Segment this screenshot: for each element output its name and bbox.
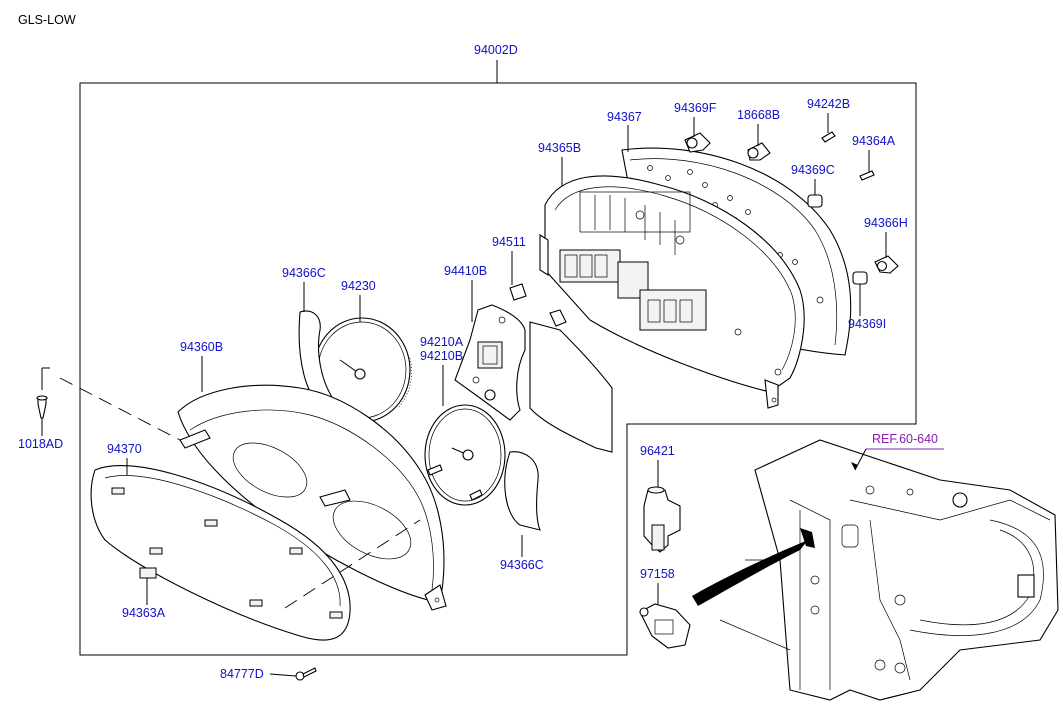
label-94369I[interactable]: 94369I — [848, 317, 886, 331]
label-94363A[interactable]: 94363A — [122, 606, 166, 620]
clip-94363A[interactable] — [139, 567, 157, 579]
label-94365B[interactable]: 94365B — [538, 141, 581, 155]
label-94369F[interactable]: 94369F — [674, 101, 717, 115]
connector-97158[interactable] — [639, 603, 691, 649]
label-94511[interactable]: 94511 — [492, 235, 526, 249]
mount-guide-line — [59, 377, 181, 441]
label-94369C[interactable]: 94369C — [791, 163, 835, 177]
cap-94369C[interactable] — [807, 194, 823, 208]
lens-94511-b[interactable] — [549, 309, 567, 327]
sensor-96421[interactable] — [643, 486, 681, 553]
cluster-case-part[interactable] — [539, 175, 805, 409]
label-94366H[interactable]: 94366H — [864, 216, 908, 230]
bulb-socket-94369F[interactable] — [684, 132, 711, 153]
location-arrow — [692, 540, 808, 606]
assembly-label[interactable]: 94002D — [474, 43, 518, 57]
label-94366C-bottom[interactable]: 94366C — [500, 558, 544, 572]
label-94410B[interactable]: 94410B — [444, 264, 487, 278]
variant-title: GLS-LOW — [18, 13, 76, 27]
circuit-board-part[interactable] — [454, 304, 526, 421]
label-94367[interactable]: 94367 — [607, 110, 642, 124]
bulb-socket-94366H[interactable] — [874, 255, 899, 274]
screw-1018AD[interactable] — [36, 367, 50, 419]
lens-94511[interactable] — [509, 283, 527, 301]
shield-94366C-bottom[interactable] — [504, 451, 541, 531]
label-18668B[interactable]: 18668B — [737, 108, 780, 122]
label-94242B[interactable]: 94242B — [807, 97, 850, 111]
reference-label[interactable]: REF.60-640 — [872, 432, 938, 446]
label-94360B[interactable]: 94360B — [180, 340, 223, 354]
label-1018AD[interactable]: 1018AD — [18, 437, 63, 451]
shield-94366C-top[interactable] — [298, 310, 335, 409]
label-97158[interactable]: 97158 — [640, 567, 675, 581]
assembly-frame — [79, 82, 917, 656]
label-94210B[interactable]: 94210B — [420, 349, 463, 363]
bulb-94364A[interactable] — [859, 170, 875, 181]
leader-84777D — [269, 673, 297, 677]
bulb-socket-18668B[interactable] — [747, 142, 771, 161]
speedometer-gauge-94210A[interactable] — [424, 404, 506, 506]
body-structure-ref[interactable] — [719, 439, 1059, 701]
label-84777D[interactable]: 84777D — [220, 667, 264, 681]
label-94210A[interactable]: 94210A — [420, 335, 464, 349]
front-glass-94370[interactable] — [90, 465, 351, 641]
label-96421[interactable]: 96421 — [640, 444, 675, 458]
cluster-plate-part[interactable] — [529, 321, 613, 453]
label-94366C-top[interactable]: 94366C — [282, 266, 326, 280]
mount-guide-line-b — [284, 519, 421, 609]
screw-84777D[interactable] — [295, 667, 317, 681]
bulb-94242B[interactable] — [821, 131, 836, 143]
label-94230[interactable]: 94230 — [341, 279, 376, 293]
reference-arrowhead — [851, 462, 858, 470]
label-94370[interactable]: 94370 — [107, 442, 142, 456]
cap-94369I[interactable] — [852, 271, 868, 285]
label-94364A[interactable]: 94364A — [852, 134, 896, 148]
